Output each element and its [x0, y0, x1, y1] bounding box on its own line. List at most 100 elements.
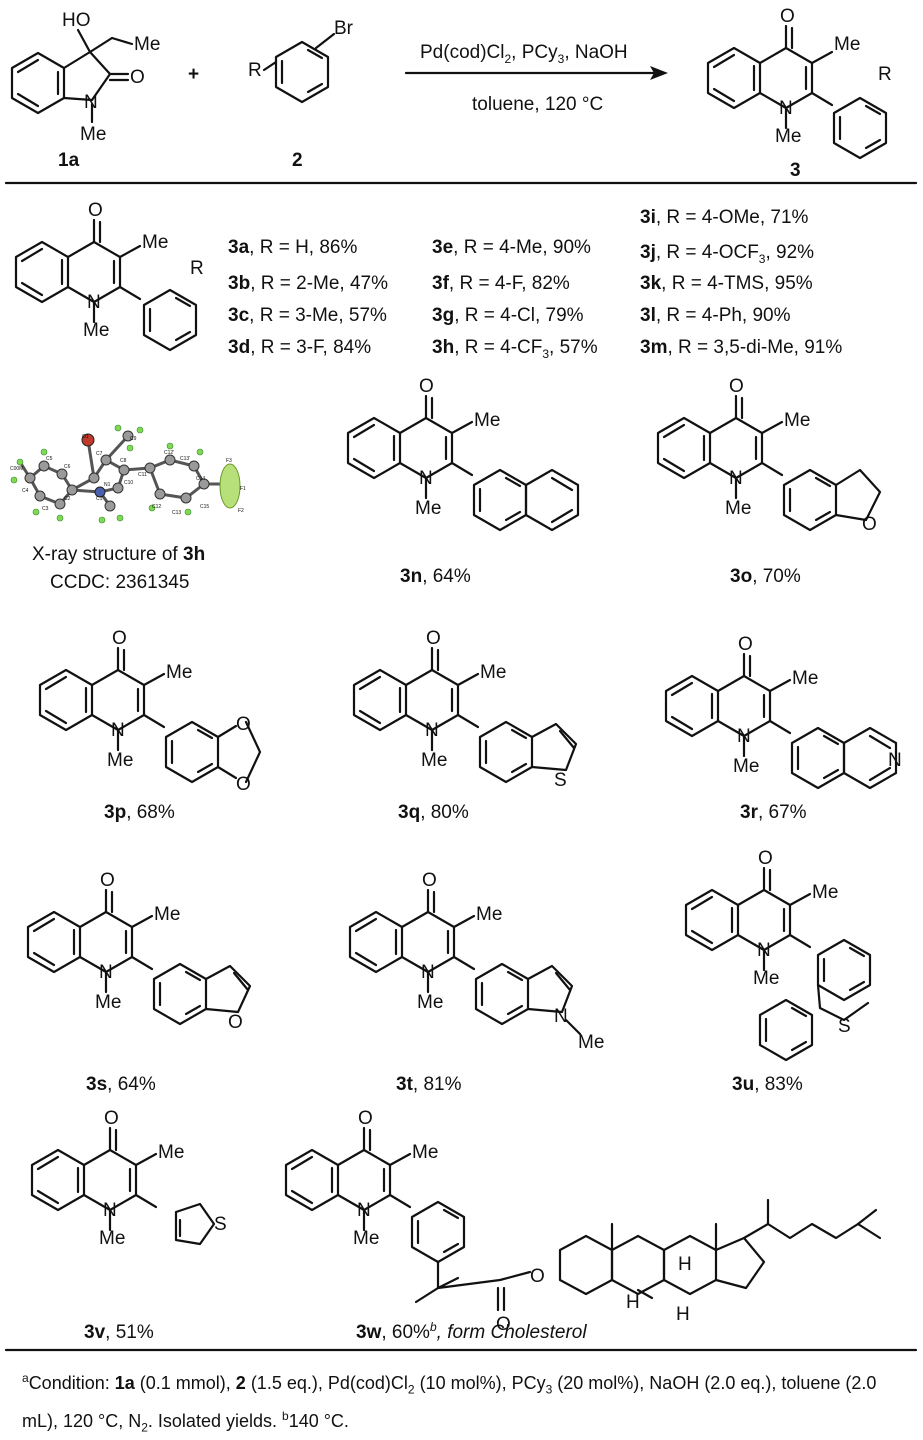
product-3n: O Me N Me 3n, 64% — [346, 376, 580, 587]
svg-text:Me: Me — [415, 498, 441, 519]
svg-text:O: O — [780, 6, 795, 27]
svg-text:O: O — [104, 1108, 119, 1129]
svg-text:3t, 81%: 3t, 81% — [396, 1074, 462, 1095]
svg-text:C11: C11 — [138, 472, 147, 478]
svg-text:O: O — [426, 628, 441, 649]
svg-text:O: O — [496, 1314, 511, 1335]
svg-text:Me: Me — [107, 750, 133, 771]
svg-text:N: N — [737, 726, 751, 747]
entry-3f: 3f, R = 4-F, 82% — [432, 273, 570, 294]
product-3p: O Me N Me O O 3p, 68% — [38, 628, 262, 823]
svg-text:H: H — [676, 1304, 690, 1325]
svg-text:O: O — [358, 1108, 373, 1129]
svg-text:3w, 60%b, form Cholesterol: 3w, 60%b, form Cholesterol — [356, 1320, 587, 1343]
svg-text:Me: Me — [134, 34, 160, 55]
svg-text:C2: C2 — [64, 496, 71, 502]
svg-text:Me: Me — [480, 662, 506, 683]
product-3o: O Me N Me O 3o, 70% — [656, 376, 882, 587]
svg-text:Me: Me — [83, 320, 109, 341]
svg-text:S: S — [214, 1214, 227, 1235]
svg-text:N: N — [729, 468, 743, 489]
svg-text:C5: C5 — [46, 456, 53, 462]
svg-text:Me: Me — [166, 662, 192, 683]
compound-code-3: 3 — [790, 160, 801, 181]
entry-3b: 3b, R = 2-Me, 47% — [228, 273, 388, 294]
svg-text:3v, 51%: 3v, 51% — [84, 1322, 154, 1343]
svg-text:O: O — [236, 774, 251, 795]
svg-text:N: N — [111, 720, 125, 741]
svg-text:3q, 80%: 3q, 80% — [398, 802, 469, 823]
svg-text:O: O — [530, 1266, 545, 1287]
svg-text:F2: F2 — [238, 508, 244, 514]
xray-caption: X-ray structure of 3h — [32, 544, 205, 565]
svg-text:O: O — [419, 376, 434, 397]
svg-text:C1: C1 — [96, 496, 103, 502]
svg-text:N: N — [84, 92, 98, 113]
compound-code-3p: 3p — [104, 802, 126, 823]
svg-text:N: N — [421, 962, 435, 983]
svg-text:Me: Me — [834, 34, 860, 55]
xray-structure-3h: O1 C7 C8 C9 C10 C11 C12 C13 C14 C15 C5 C… — [10, 424, 246, 593]
svg-text:HO: HO — [62, 10, 91, 31]
entry-3h: 3h, R = 4-CF3, 57% — [432, 337, 598, 361]
entry-3j: 3j, R = 4-OCF3, 92% — [640, 242, 814, 266]
svg-text:C12′: C12′ — [164, 450, 174, 456]
svg-text:Me: Me — [99, 1228, 125, 1249]
footnote: aCondition: 1a (0.1 mmol), 2 (1.5 eq.), … — [22, 1371, 877, 1435]
svg-text:Me: Me — [474, 410, 500, 431]
svg-text:O: O — [862, 514, 877, 535]
svg-text:N1: N1 — [104, 482, 111, 488]
compound-code-3s: 3s — [86, 1074, 107, 1095]
svg-text:N: N — [554, 1006, 568, 1027]
svg-text:R: R — [248, 60, 262, 81]
svg-text:C10: C10 — [124, 480, 133, 486]
svg-text:O: O — [100, 870, 115, 891]
product-3q: O Me N Me S 3q, 80% — [352, 628, 578, 823]
entry-3e: 3e, R = 4-Me, 90% — [432, 237, 591, 258]
compound-code-3n: 3n — [400, 566, 422, 587]
svg-text:N: N — [779, 98, 793, 119]
compound-code-1a: 1a — [58, 150, 80, 171]
svg-text:F1: F1 — [240, 486, 246, 492]
product-3r: O Me N Me N 3r, 67% — [664, 634, 902, 823]
xray-ccdc: CCDC: 2361345 — [50, 572, 189, 593]
svg-text:C15: C15 — [200, 504, 209, 510]
xray-atom-labels: O1 C7 C8 C9 C10 C11 C12 C13 C14 C15 C5 C… — [10, 434, 246, 516]
compound-code-3o: 3o — [730, 566, 752, 587]
reactant-1a: HO Me O N Me 1a — [10, 10, 160, 171]
svg-text:R: R — [878, 64, 892, 85]
svg-text:O: O — [228, 1012, 243, 1033]
product-3v: O Me N Me S 3v, 51% — [30, 1108, 227, 1343]
svg-text:Me: Me — [412, 1142, 438, 1163]
svg-text:C9: C9 — [130, 436, 137, 442]
svg-text:Me: Me — [158, 1142, 184, 1163]
svg-text:C7: C7 — [96, 451, 103, 457]
svg-text:C12: C12 — [152, 504, 161, 510]
compound-code-3r: 3r — [740, 802, 759, 823]
svg-text:C14: C14 — [196, 476, 205, 482]
substituent-table: 3a, R = H, 86% 3b, R = 2-Me, 47% 3c, R =… — [228, 207, 842, 361]
entry-3g: 3g, R = 4-Cl, 79% — [432, 305, 584, 326]
compound-code-3v: 3v — [84, 1322, 106, 1343]
product-3w: O Me N Me O O H H H 3w, 60%b, form Chole… — [284, 1108, 882, 1343]
conditions-solvent: toluene, 120 °C — [472, 94, 603, 115]
svg-text:S: S — [554, 770, 567, 791]
svg-text:Me: Me — [142, 232, 168, 253]
svg-text:N: N — [757, 940, 771, 961]
svg-text:Me: Me — [725, 498, 751, 519]
entry-3a: 3a, R = H, 86% — [228, 237, 357, 258]
svg-text:C3: C3 — [42, 506, 49, 512]
svg-text:Br: Br — [334, 18, 354, 39]
svg-text:C4: C4 — [22, 488, 29, 494]
svg-text:S: S — [838, 1016, 851, 1037]
svg-text:Me: Me — [775, 126, 801, 147]
svg-text:C6: C6 — [64, 464, 71, 470]
svg-text:Me: Me — [417, 992, 443, 1013]
svg-text:Me: Me — [578, 1032, 604, 1053]
svg-text:O: O — [729, 376, 744, 397]
compound-code-2: 2 — [292, 150, 303, 171]
xray-hydrogens — [10, 424, 204, 524]
svg-text:3p, 68%: 3p, 68% — [104, 802, 175, 823]
svg-text:H: H — [678, 1254, 692, 1275]
